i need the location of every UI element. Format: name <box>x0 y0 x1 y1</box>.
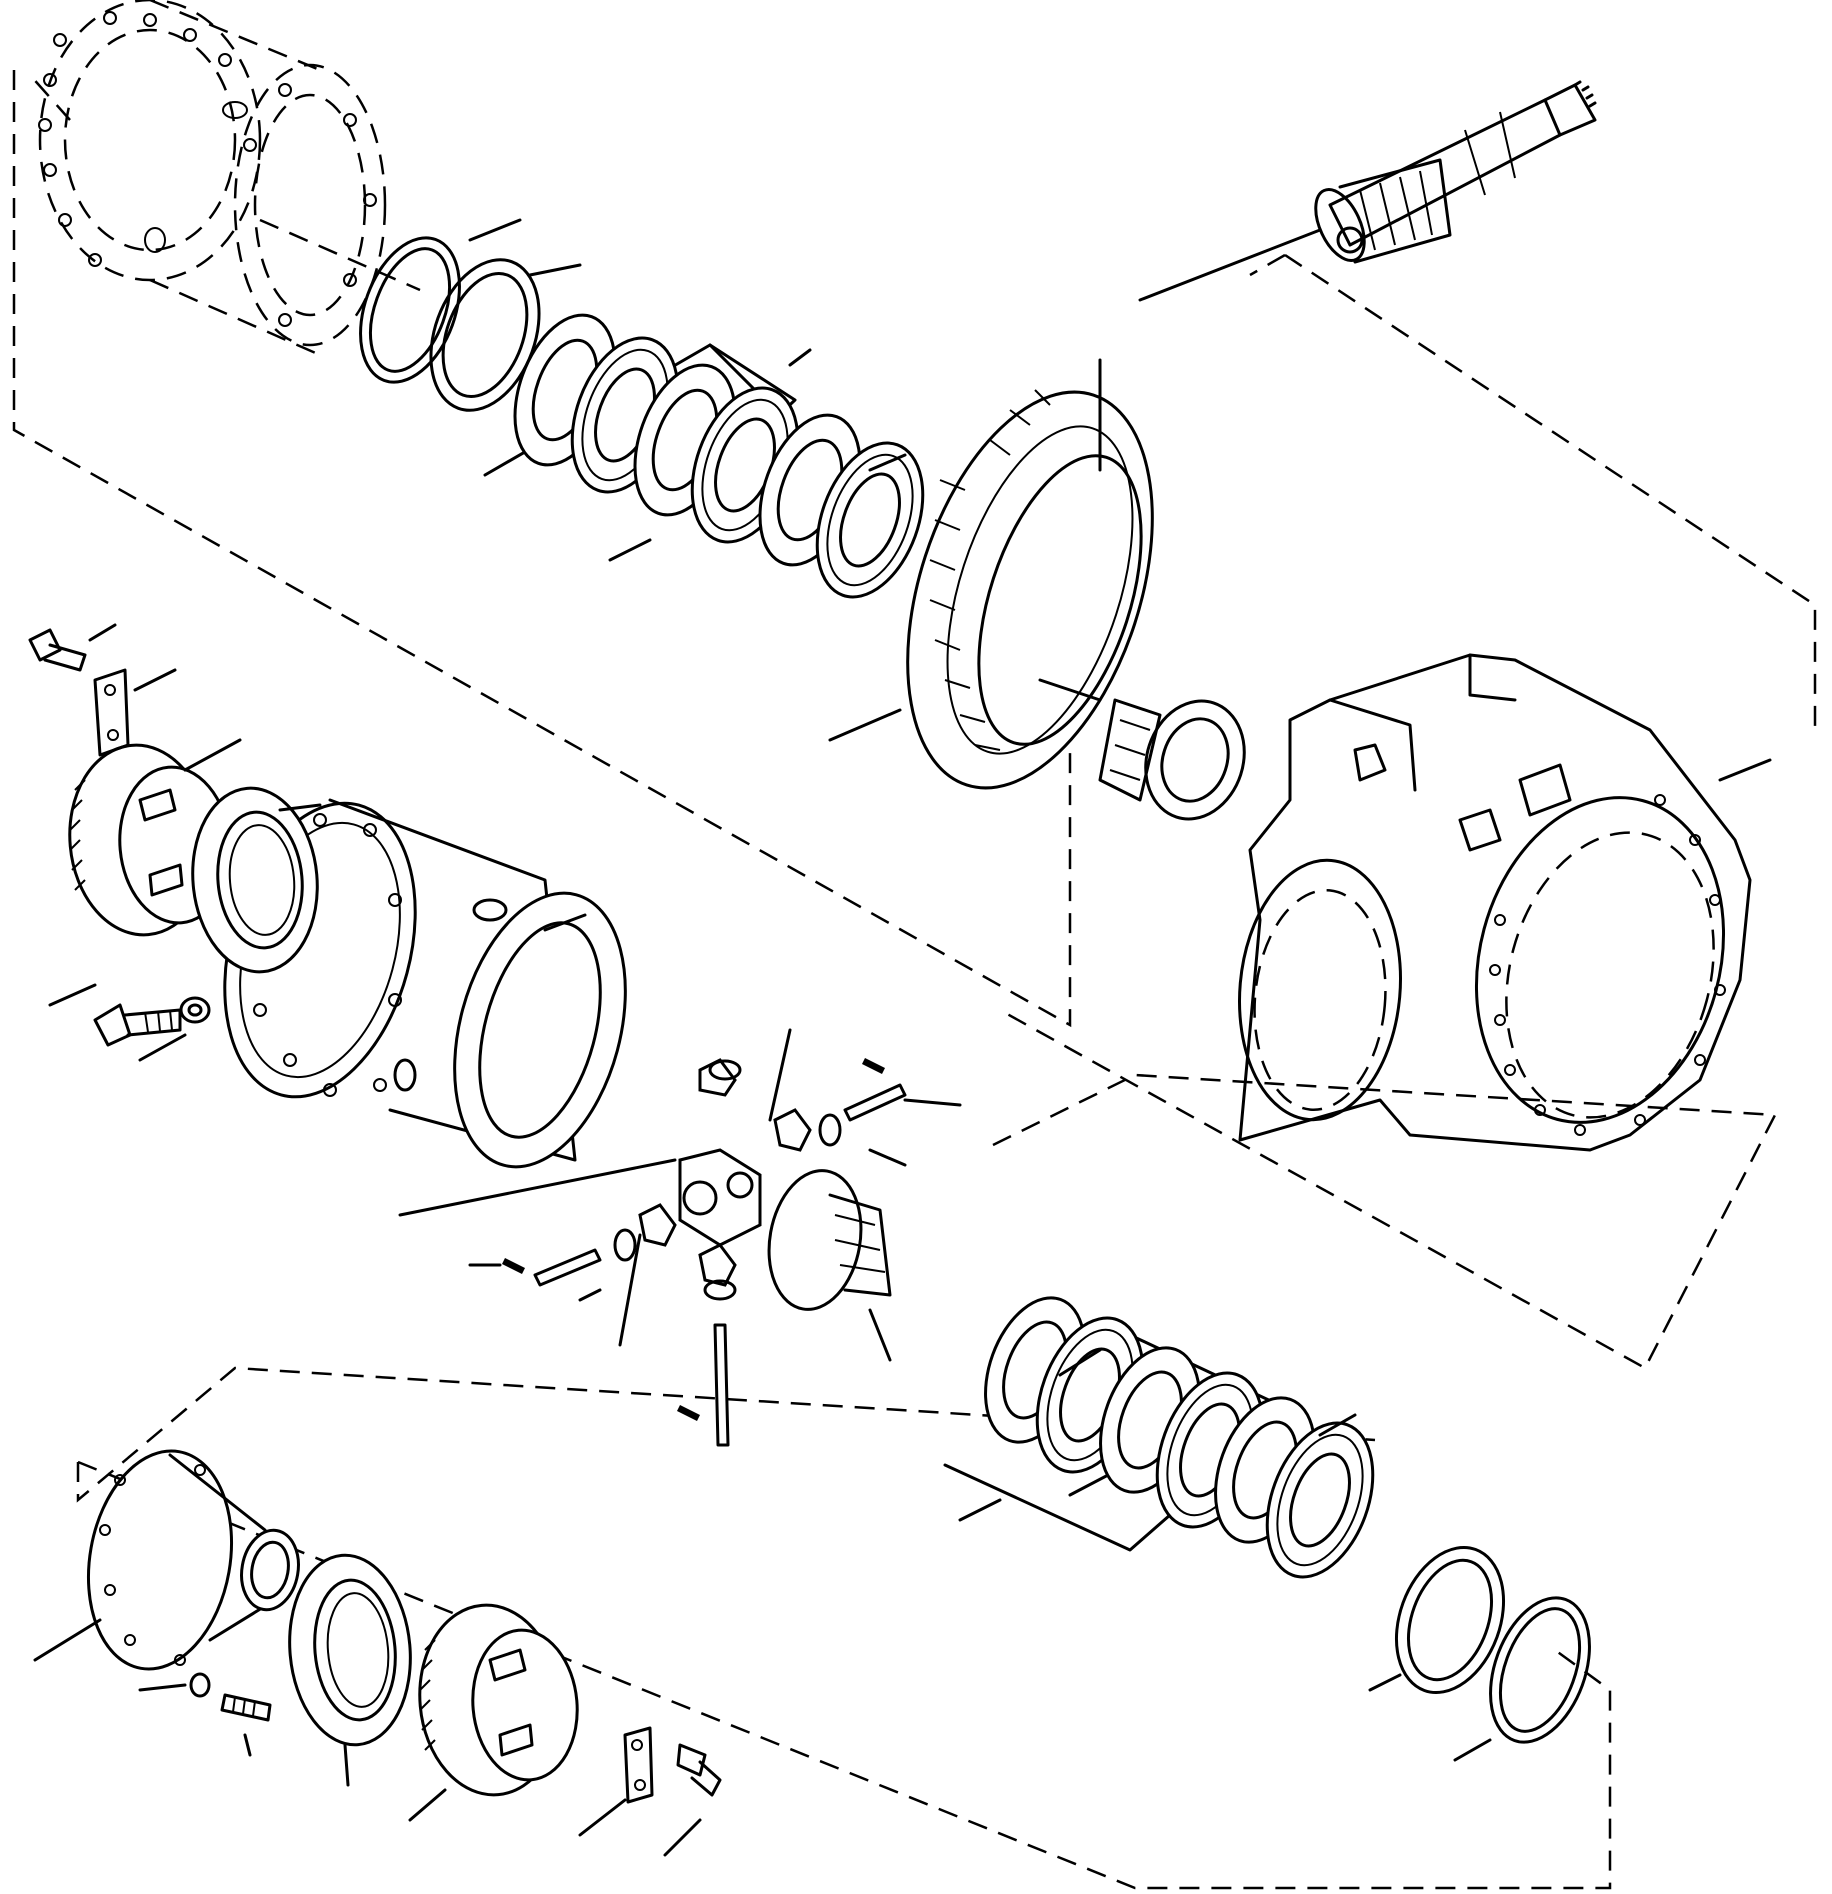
adjusting-ring-right <box>408 1603 579 1822</box>
upper-shims <box>359 218 582 412</box>
spider-cross <box>398 1148 762 1247</box>
dashed-group-outlines <box>12 70 1817 1890</box>
roll-pin <box>468 1058 885 1421</box>
lock-bolt-left <box>28 623 117 672</box>
lock-plate-right <box>578 1726 654 1837</box>
thrust-washer <box>578 1059 907 1302</box>
bearing-right <box>288 1553 412 1787</box>
lower-clutch-plate-pack <box>943 1296 1375 1579</box>
cover-bolt <box>138 1672 272 1757</box>
cross-pin <box>533 1083 962 1447</box>
lock-plate-left <box>93 668 177 757</box>
pinion-shaft <box>1138 80 1597 302</box>
side-gear-upper <box>1038 678 1246 821</box>
side-gear-lower <box>767 1169 892 1362</box>
ring-gear <box>828 358 1154 790</box>
lock-bolt-right <box>663 1743 722 1857</box>
case-washer <box>138 996 211 1062</box>
case-cover <box>33 1449 300 1671</box>
upper-clutch-plate-pack <box>483 313 925 599</box>
bearing-left <box>191 786 322 974</box>
lower-shims <box>1368 1545 1591 1762</box>
case-bolt <box>48 983 182 1047</box>
upper-housing-flange <box>38 0 421 357</box>
axle-housing <box>1238 653 1772 1152</box>
